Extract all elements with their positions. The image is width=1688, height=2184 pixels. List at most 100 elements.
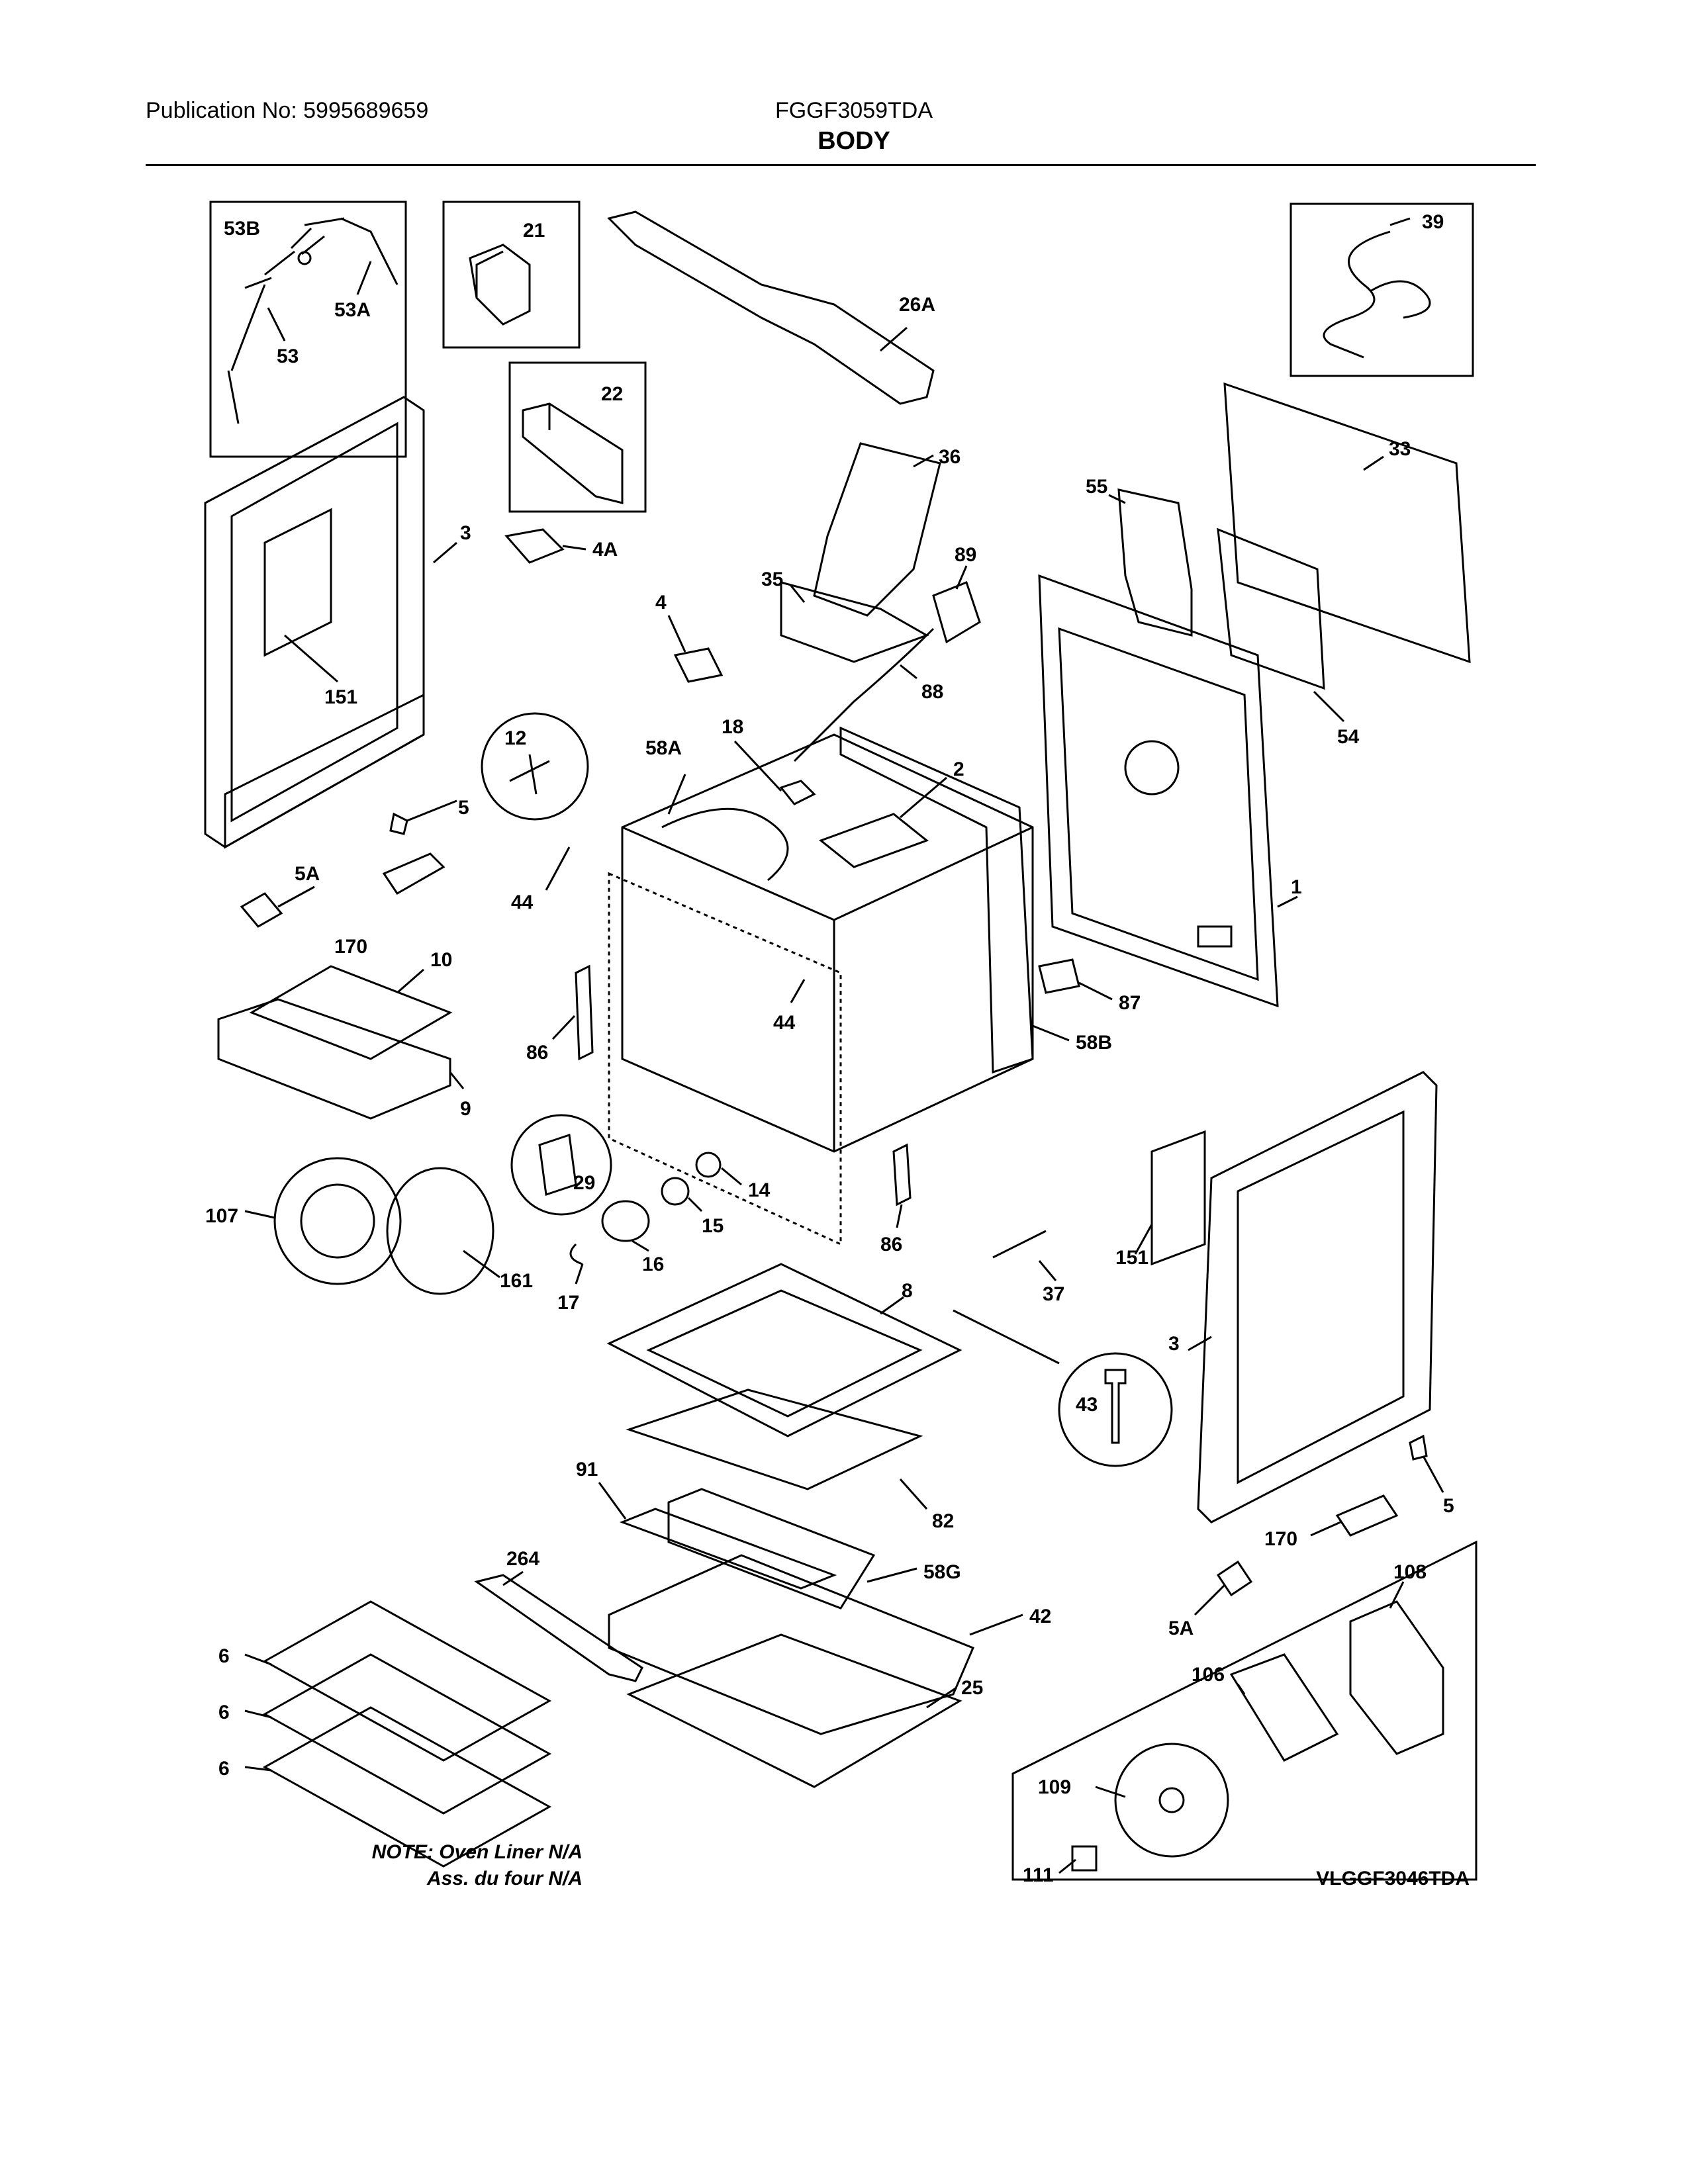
drawing-code: VLGGF3046TDA (1316, 1868, 1470, 1889)
part-1-back-inner (1058, 627, 1259, 981)
note-line-1: NOTE: Oven Liner N/A (372, 1841, 583, 1863)
label-33: 33 (1389, 438, 1411, 460)
label-29: 29 (573, 1172, 595, 1194)
model-number: FGGF3059TDA (774, 98, 933, 123)
label-39: 39 (1422, 211, 1444, 233)
leader-54 (1313, 690, 1345, 723)
label-151-left: 151 (324, 686, 357, 708)
part-58a-oven-cavity (621, 733, 1034, 1153)
part-15-bulb (661, 1177, 690, 1206)
leader-6-c (244, 1766, 272, 1772)
part-109-fan-blade (1114, 1743, 1229, 1858)
label-18: 18 (722, 716, 743, 738)
part-10-broil-grid (249, 965, 453, 1060)
label-55: 55 (1086, 476, 1107, 498)
part-37-sensor (992, 1230, 1047, 1259)
part-170-right-bracket (1335, 1494, 1399, 1537)
inset-circle-29 (510, 1114, 612, 1216)
part-14-socket (695, 1152, 722, 1178)
leader-106 (1237, 1684, 1246, 1695)
leader-4 (667, 615, 686, 653)
header-rule (146, 164, 1536, 166)
label-108: 108 (1393, 1561, 1427, 1583)
inset-box-22 (508, 361, 647, 513)
leader-10 (397, 968, 424, 994)
part-9-broil-pan (217, 998, 451, 1120)
leader-2 (900, 776, 947, 819)
leader-87 (1078, 981, 1113, 1001)
leader-89 (955, 565, 968, 590)
label-161: 161 (500, 1270, 533, 1292)
label-151-right: 151 (1115, 1247, 1149, 1269)
label-54: 54 (1337, 726, 1360, 748)
label-10: 10 (430, 949, 452, 971)
part-1-center-hole (1124, 740, 1180, 796)
inset-circle-43 (1058, 1352, 1173, 1467)
leader-58g (867, 1567, 917, 1583)
label-8: 8 (902, 1280, 913, 1302)
label-170-right: 170 (1264, 1528, 1297, 1550)
label-107: 107 (205, 1205, 238, 1227)
leader-53 (267, 307, 286, 341)
leader-264 (502, 1570, 524, 1586)
part-3-left-side-panel (204, 396, 425, 848)
leader-36 (913, 454, 934, 468)
label-17: 17 (557, 1292, 579, 1314)
part-4a-clip (504, 528, 565, 564)
leader-42 (969, 1614, 1023, 1636)
leader-161 (463, 1250, 500, 1279)
part-1-back-panel (1038, 574, 1279, 1008)
label-16: 16 (642, 1253, 664, 1275)
label-42: 42 (1029, 1606, 1051, 1627)
label-44-left: 44 (511, 891, 534, 913)
leader-86-right (896, 1204, 903, 1228)
label-25: 25 (961, 1677, 983, 1699)
part-151-right-bracket (1150, 1130, 1206, 1266)
part-43-bolt (1104, 1369, 1127, 1444)
inset-box-53 (209, 201, 407, 458)
label-170-left: 170 (334, 936, 367, 958)
label-5a-right: 5A (1168, 1617, 1194, 1639)
part-151-left-bracket (263, 508, 332, 657)
leader-3-left (433, 541, 457, 564)
part-1-cutout (1197, 925, 1233, 948)
leader-18 (733, 740, 782, 792)
note-line-2: Ass. du four N/A (426, 1868, 583, 1889)
leader-44-left (545, 846, 571, 891)
label-109: 109 (1038, 1776, 1071, 1798)
label-58a: 58A (645, 737, 682, 759)
publication-number: Publication No: 5995689659 (146, 98, 429, 123)
label-86-left: 86 (526, 1042, 548, 1064)
part-264-strip (474, 1574, 643, 1682)
leader-6-a (244, 1653, 272, 1666)
part-39-cord (1323, 217, 1411, 359)
label-5-right: 5 (1443, 1495, 1454, 1517)
label-58b: 58B (1076, 1032, 1112, 1054)
leader-9 (449, 1071, 465, 1089)
section-title: BODY (818, 127, 890, 155)
label-86-right: 86 (880, 1234, 902, 1255)
part-22-bracket (522, 402, 624, 504)
leader-37 (1038, 1260, 1057, 1281)
leader-43 (953, 1309, 1060, 1365)
part-25-bottom-panel (626, 1633, 962, 1788)
label-12: 12 (504, 727, 526, 749)
leader-16 (632, 1240, 649, 1252)
label-3-left: 3 (460, 522, 471, 544)
label-36: 36 (939, 446, 961, 468)
part-58a-cavity-edges (622, 826, 1033, 1152)
part-6-rack-3 (262, 1706, 552, 1868)
part-35-plate (780, 581, 929, 663)
part-109-hub (1158, 1787, 1185, 1813)
part-107-fan-cover (273, 1157, 402, 1285)
label-4a: 4A (592, 539, 618, 561)
part-17-clip (569, 1243, 583, 1265)
leader-5-right (1422, 1455, 1444, 1493)
leader-5-left (406, 799, 457, 822)
part-29-switch (538, 1134, 577, 1196)
part-53-probe (244, 217, 399, 289)
label-58g: 58G (923, 1561, 961, 1583)
leader-151-right (1134, 1224, 1153, 1255)
leader-170-right (1310, 1521, 1341, 1537)
label-4: 4 (655, 592, 667, 614)
